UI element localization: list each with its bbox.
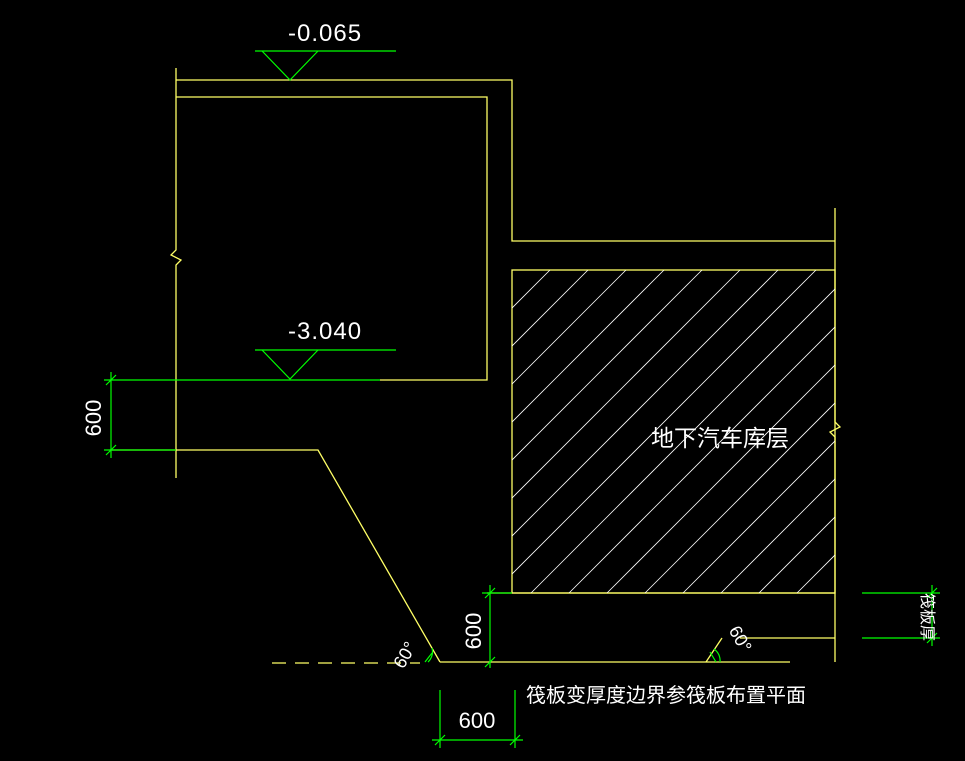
right-wall-line — [828, 208, 842, 662]
elevation-bottom-label: -3.040 — [288, 318, 362, 345]
left-wall-line — [169, 68, 183, 478]
hatch-line — [530, 288, 835, 593]
hatch-line — [512, 270, 551, 309]
hatch-line — [512, 270, 627, 385]
hatch-line — [512, 270, 703, 461]
upper-slab-inner — [176, 96, 488, 381]
angle-left-label: 60° — [389, 638, 420, 672]
room-label: 地下汽车库层 — [651, 426, 789, 452]
hatch-line — [949, 270, 965, 593]
dimension-right-label: 筏板厚 — [918, 593, 937, 641]
dimension-left-label: 600 — [81, 400, 106, 437]
angle-right-label: 60° — [725, 622, 756, 656]
elevation-marker-top: -0.065 — [255, 20, 396, 81]
hatch-line — [911, 270, 965, 593]
dimension-left-vertical — [104, 372, 380, 458]
raft-slope-line — [110, 449, 441, 663]
hatch-line — [758, 516, 835, 593]
hatch-line — [568, 326, 835, 593]
dimension-bottom-label: 600 — [459, 708, 496, 733]
angle-arc-right — [709, 648, 721, 663]
hatch-line — [682, 440, 835, 593]
hatch-line — [873, 270, 965, 593]
structure-lines — [110, 68, 842, 663]
hatch-line — [512, 270, 741, 499]
dimension-right-vertical — [862, 585, 940, 646]
upper-slab-outer — [176, 79, 835, 242]
garage-block-hatch — [512, 270, 965, 593]
hatch-line — [512, 270, 817, 575]
right-slope-line — [705, 637, 723, 663]
drawing-note: 筏板变厚度边界参筏板布置平面 — [526, 683, 806, 707]
hatch-line — [720, 478, 835, 593]
hatch-line — [644, 402, 835, 593]
dimension-center-label: 600 — [461, 613, 486, 650]
hatch-line — [512, 270, 589, 347]
hatch-line — [606, 364, 835, 593]
hatch-line — [834, 592, 835, 593]
hatch-line — [512, 270, 665, 423]
angle-arc-left — [424, 647, 434, 663]
dimension-bottom-horizontal — [432, 690, 523, 748]
elevation-top-label: -0.065 — [288, 20, 362, 47]
dimension-center-vertical — [482, 585, 512, 668]
hatch-line — [796, 554, 835, 593]
elevation-marker-bottom: -3.040 — [255, 318, 396, 380]
hatch-line — [512, 270, 779, 537]
